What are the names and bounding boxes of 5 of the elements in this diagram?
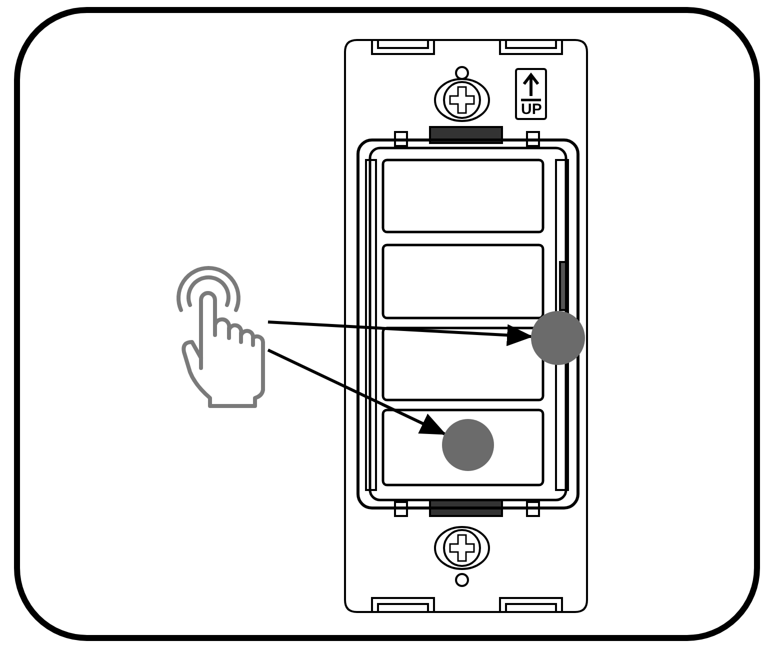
touch-point-dot xyxy=(442,419,494,471)
arrow xyxy=(267,348,446,436)
up-label: UP xyxy=(521,102,542,117)
touch-point-dot xyxy=(531,311,585,365)
arrow xyxy=(268,320,534,346)
